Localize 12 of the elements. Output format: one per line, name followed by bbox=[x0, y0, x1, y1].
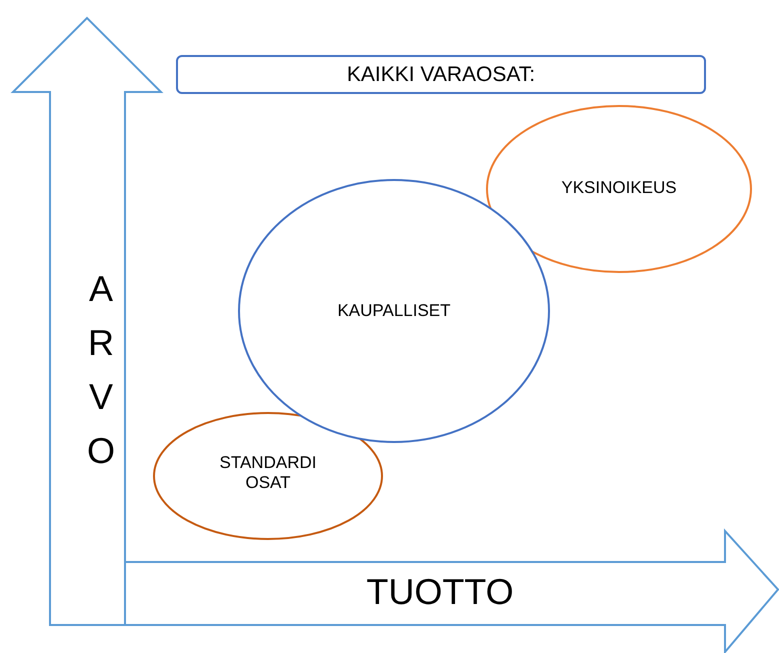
ellipse-shape bbox=[487, 106, 751, 272]
shape-label: KAIKKI VARAOSAT: bbox=[346, 62, 536, 88]
shape-label: STANDARDI OSAT bbox=[218, 453, 318, 494]
axis-label: ARVO bbox=[86, 267, 116, 473]
block-arrow bbox=[125, 530, 779, 653]
block-arrow bbox=[12, 17, 162, 625]
ellipse-shape bbox=[154, 413, 382, 539]
shape-label: YKSINOIKEUS bbox=[560, 178, 678, 198]
shape-label: KAUPALLISET bbox=[336, 301, 452, 322]
axis-label: TUOTTO bbox=[365, 570, 515, 614]
heading-box bbox=[177, 56, 705, 93]
ellipse-shape bbox=[239, 180, 549, 442]
